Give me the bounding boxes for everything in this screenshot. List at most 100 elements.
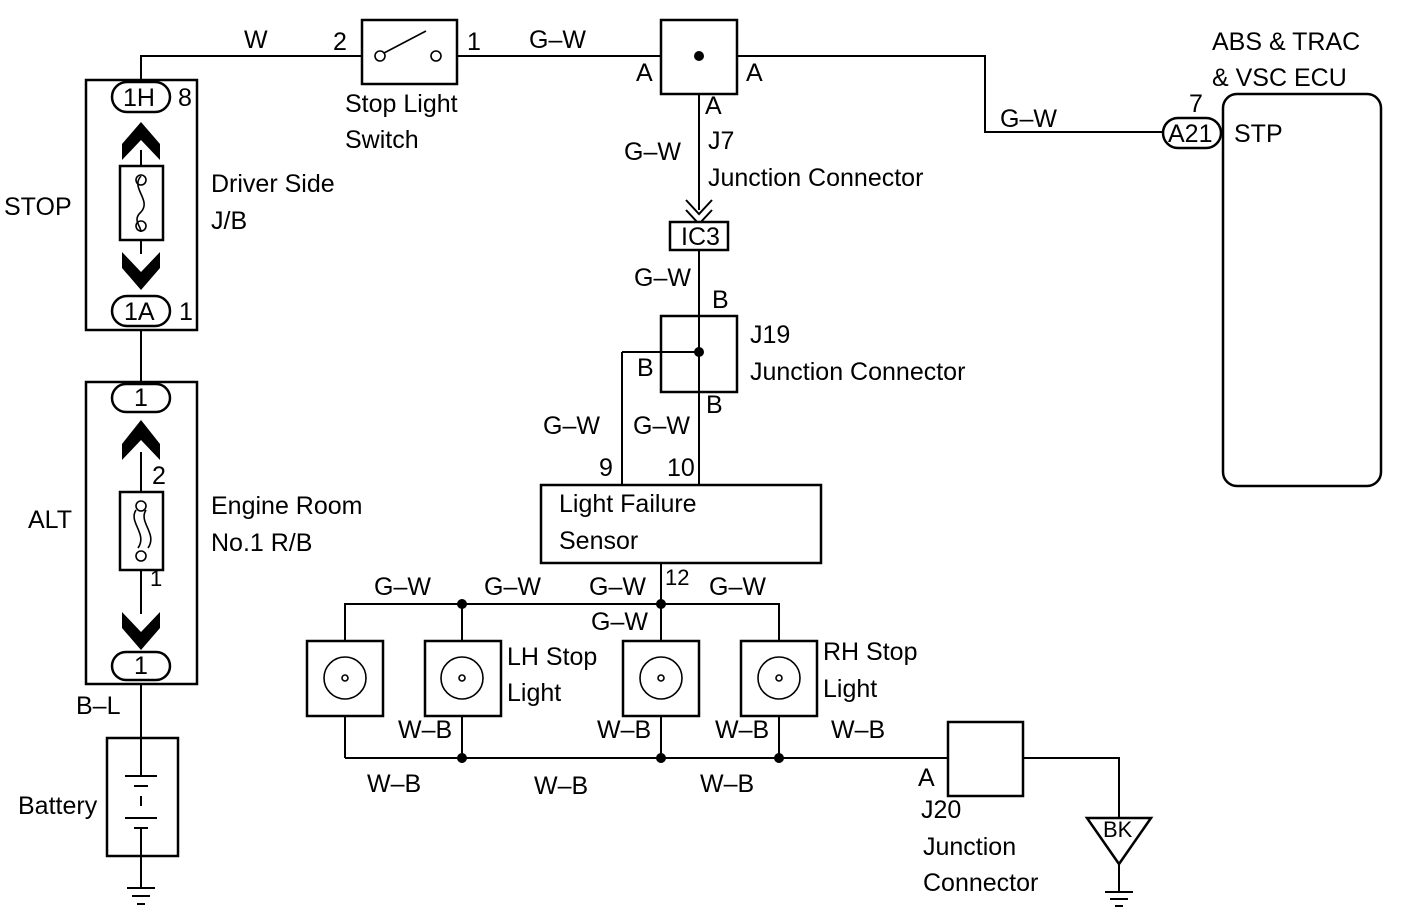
j19-desc-label: Junction Connector (750, 358, 965, 386)
wire-color-label: W–B (715, 716, 769, 744)
j20-label: J20 (921, 796, 961, 824)
pin-label: 10 (667, 454, 695, 482)
lamp-1 (305, 639, 385, 718)
lh-stop-light-label: Light (507, 679, 561, 707)
j7-label: J7 (708, 127, 734, 155)
j20-desc-label: Connector (923, 869, 1038, 897)
wire-gw-lamp-bus (344, 603, 780, 641)
connector-label: 1H (123, 84, 155, 112)
wire-color-label: W–B (534, 772, 588, 800)
driver-side-jb (84, 78, 199, 332)
driver-side-jb-label: Driver Side (211, 170, 335, 198)
ecu-title-label: & VSC ECU (1212, 64, 1347, 92)
lamp-3 (621, 639, 701, 718)
ground-label: BK (1103, 817, 1133, 842)
junction-dots (457, 51, 784, 763)
connector-label: 1A (124, 298, 155, 326)
lamp-rh-stop-light (739, 639, 819, 718)
wire-bk-ground (1023, 757, 1120, 818)
wire-wb-drops (344, 716, 780, 758)
ecu-title-label: ABS & TRAC (1212, 28, 1360, 56)
j19-junction-box (659, 314, 739, 394)
lh-stop-light-label: LH Stop (507, 643, 597, 671)
j19-label: J19 (750, 321, 790, 349)
connector-pin-label: B (712, 286, 729, 314)
wire-gw-j7-ecu (737, 55, 1163, 133)
pin-label: 9 (599, 454, 613, 482)
engine-room-rb-label: No.1 R/B (211, 529, 312, 557)
fuse-label: STOP (4, 193, 72, 221)
abs-trac-vsc-ecu-box (1221, 92, 1383, 488)
wire-color-label: B–L (76, 692, 121, 720)
switch-pin-label: 2 (333, 28, 347, 56)
rh-stop-light-label: RH Stop (823, 638, 917, 666)
wire-color-label: W–B (831, 716, 885, 744)
connector-pin-label: A (636, 59, 653, 87)
wire-color-label: W–B (367, 770, 421, 798)
bk-ground-symbol (1084, 816, 1154, 907)
engine-room-rb (84, 380, 199, 686)
ic3-label: IC3 (681, 223, 720, 251)
light-failure-sensor-box (539, 483, 823, 565)
ecu-pin-label: 7 (1189, 90, 1203, 118)
wire-color-label: W–B (700, 770, 754, 798)
pin-label: 1 (179, 298, 193, 326)
j7-junction-box (659, 18, 739, 96)
wire-color-label: G–W (633, 412, 690, 440)
junction-dot (656, 599, 666, 609)
wire-color-label: G–W (591, 608, 648, 636)
ecu-connector-a21 (1161, 116, 1223, 150)
rh-stop-light-label: Light (823, 675, 877, 703)
pin-label: 2 (152, 462, 166, 490)
switch-pin-label: 1 (467, 28, 481, 56)
text-labels: W 2 1 G–W Stop Light Switch A A A G–W J7… (4, 26, 1360, 897)
stop-light-switch-label: Stop Light (345, 90, 458, 118)
wire-color-label: G–W (1000, 105, 1057, 133)
j20-junction-box (946, 720, 1025, 798)
j7-desc-label: Junction Connector (708, 164, 923, 192)
pin-label: 1 (150, 566, 162, 591)
wire-w-top (140, 55, 362, 80)
wire-color-label: G–W (374, 573, 431, 601)
junction-dot (694, 51, 704, 61)
connector-label: 1 (134, 652, 148, 680)
lamp-lh-stop-light (423, 639, 503, 718)
wire-color-label: G–W (634, 264, 691, 292)
pin-label: 8 (178, 84, 192, 112)
wires (140, 55, 1163, 818)
junction-dot (457, 599, 467, 609)
wire-color-label: W–B (597, 716, 651, 744)
connector-pin-label: A (705, 92, 722, 120)
wire-color-label: W–B (398, 716, 452, 744)
junction-dot (457, 753, 467, 763)
junction-dot (694, 347, 704, 357)
wire-color-label: G–W (543, 412, 600, 440)
wire-color-label: G–W (589, 573, 646, 601)
wire-color-label: G–W (709, 573, 766, 601)
fuse-label: ALT (28, 506, 72, 534)
stop-light-switch (360, 18, 459, 86)
engine-room-rb-label: Engine Room (211, 492, 362, 520)
battery-label: Battery (18, 792, 98, 820)
wire-color-label: G–W (529, 26, 586, 54)
stop-light-switch-label: Switch (345, 126, 419, 154)
wire-color-label: G–W (484, 573, 541, 601)
junction-dot (656, 753, 666, 763)
driver-side-jb-label: J/B (211, 207, 247, 235)
ic3-connector (668, 199, 730, 252)
light-failure-sensor-label: Light Failure (559, 490, 697, 518)
junction-dot (774, 753, 784, 763)
j20-desc-label: Junction (923, 833, 1016, 861)
wire-color-label: G–W (624, 138, 681, 166)
connector-pin-label: B (637, 354, 654, 382)
ecu-connector-label: A21 (1168, 120, 1212, 148)
connector-label: 1 (134, 384, 148, 412)
wire-color-label: W (244, 26, 268, 54)
battery-symbol (105, 736, 180, 905)
ecu-terminal-label: STP (1234, 120, 1283, 148)
connector-pin-label: B (706, 391, 723, 419)
pin-label: 12 (665, 565, 689, 590)
connector-pin-label: A (746, 59, 763, 87)
connector-pin-label: A (918, 764, 935, 792)
